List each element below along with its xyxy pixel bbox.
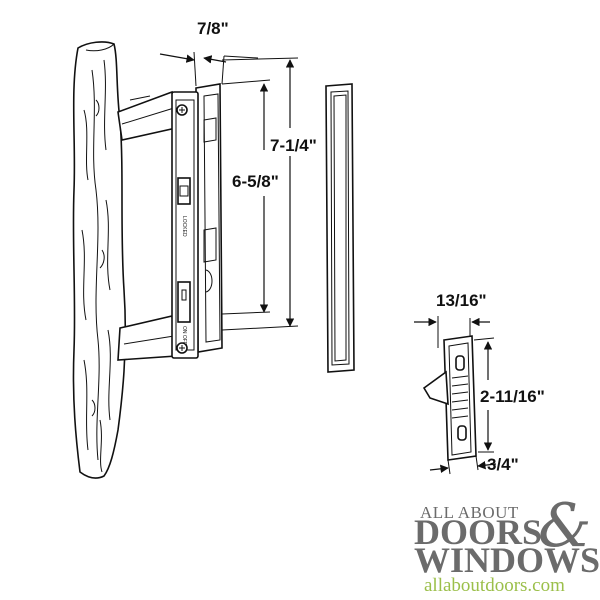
locked-label: LOCKED — [181, 216, 187, 237]
dim-handle-width-label: 7/8" — [197, 19, 229, 38]
on-off-label: ON OFF — [181, 326, 187, 345]
dim-keeper-depth-label: 3/4" — [487, 455, 519, 474]
keeper-strike — [422, 335, 477, 461]
logo-ampersand: & — [538, 491, 591, 561]
dim-keeper-height-label: 2-11/16" — [480, 387, 545, 406]
dim-hole-spacing-label: 6-5/8" — [232, 172, 279, 191]
dim-overall-height: 7-1/4" — [221, 57, 317, 331]
brand-logo: ALL ABOUT & DOORS WINDOWS allaboutdoors.… — [414, 491, 600, 596]
logo-line-2: DOORS — [414, 512, 542, 552]
logo-line-3: WINDOWS — [414, 540, 600, 580]
upper-handle-arm — [117, 90, 177, 141]
dim-keeper-depth: 3/4" — [429, 455, 519, 475]
logo-line-1: ALL ABOUT — [420, 503, 519, 522]
dim-keeper-width: 13/16" — [414, 291, 490, 348]
dim-hole-spacing: 6-5/8" — [221, 79, 279, 315]
dim-overall-height-label: 7-1/4" — [270, 136, 317, 155]
dim-keeper-width-label: 13/16" — [436, 291, 487, 310]
logo-url: allaboutdoors.com — [424, 575, 565, 596]
lower-handle-arm — [117, 315, 177, 361]
pull-handle — [72, 41, 127, 479]
dim-keeper-height: 2-11/16" — [473, 337, 545, 453]
escutcheon-plate — [325, 83, 355, 373]
dim-handle-width: 7/8" — [159, 19, 259, 87]
mortise-lock-body: LOCKED ON OFF — [171, 83, 223, 359]
